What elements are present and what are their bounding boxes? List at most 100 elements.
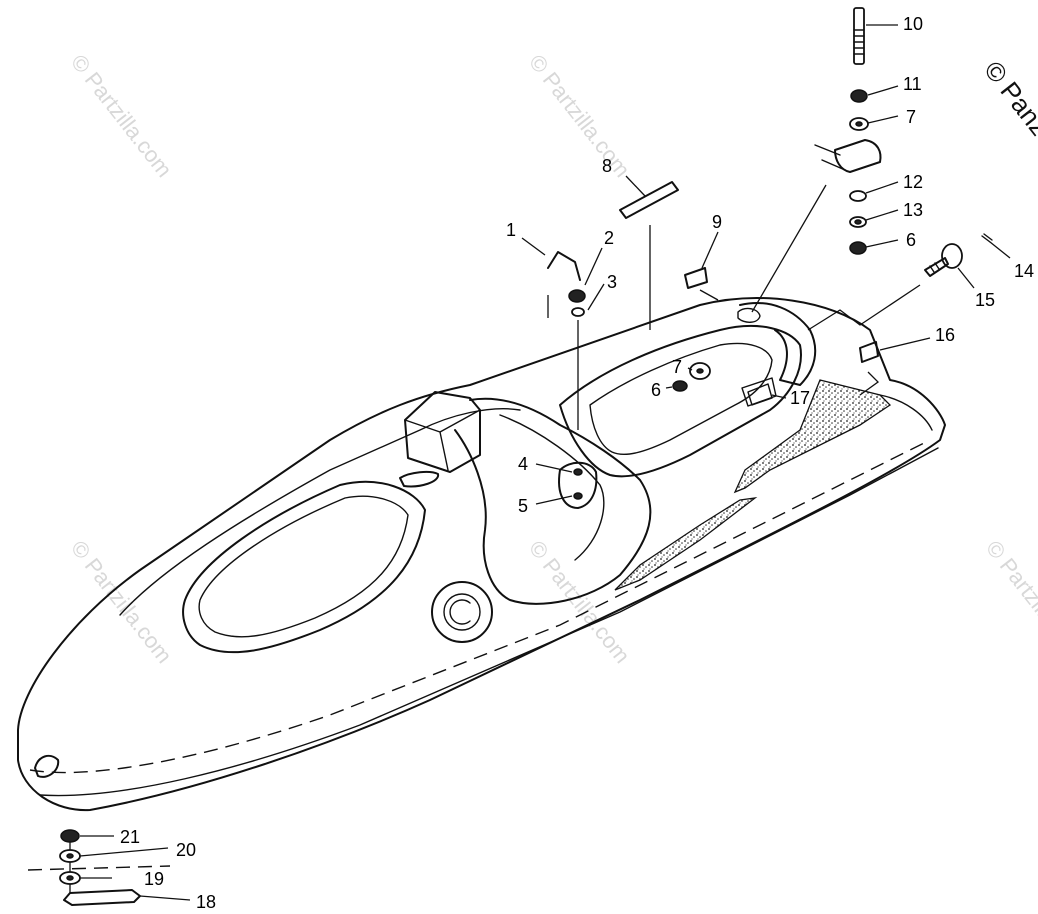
- callout-18: 18: [196, 892, 216, 912]
- nut-icon: [60, 829, 80, 843]
- leader-line: [771, 394, 787, 399]
- seat-pedestal: [454, 397, 652, 605]
- plate-guide-line: [859, 371, 879, 396]
- hull-rub-rail: [29, 439, 931, 774]
- hull-logo-mark: [449, 599, 471, 625]
- bracket-ledge: [814, 144, 846, 171]
- leader-line: [665, 386, 673, 389]
- vent-slot: [399, 470, 440, 488]
- hull-logo-inner: [443, 593, 481, 631]
- decal-plate-icon: [684, 267, 708, 289]
- washer-hole-icon: [66, 853, 74, 859]
- leader-line: [584, 247, 603, 286]
- console-box: [404, 391, 481, 473]
- mount-line: [27, 865, 171, 871]
- watermark: © Panz: [978, 55, 1038, 141]
- callout-4: 4: [518, 454, 528, 474]
- callout-10: 10: [903, 14, 923, 34]
- leader-line: [867, 85, 899, 96]
- callout-3: 3: [607, 272, 617, 292]
- leader-line: [701, 231, 719, 269]
- latch-hook-icon: [547, 251, 581, 281]
- decal-plate-icon: [859, 341, 879, 363]
- drain-plug-icon: [924, 243, 963, 277]
- washer-hole-icon: [696, 368, 704, 374]
- watermarks: © Partzilla.com © Partzilla.com © Partzi…: [66, 50, 1038, 668]
- callout-1: 1: [506, 220, 516, 240]
- seat: [559, 324, 802, 478]
- console-side: [439, 431, 449, 471]
- nut-icon: [672, 380, 688, 392]
- watermark: © Partzilla.com: [981, 536, 1038, 668]
- callout-20: 20: [176, 840, 196, 860]
- callout-6: 6: [651, 380, 661, 400]
- trim-strip-icon: [619, 181, 679, 219]
- rear-deck-line: [879, 394, 933, 431]
- seat-rear: [739, 301, 817, 386]
- rivet-icon: [573, 492, 583, 500]
- leader-line: [535, 495, 573, 505]
- leader-line: [865, 181, 899, 194]
- stud-bolt-icon: [853, 7, 865, 65]
- hull-outline: [17, 297, 946, 812]
- rear-guide-line: [807, 284, 921, 331]
- leader-line: [625, 175, 646, 197]
- front-hatch: [182, 480, 426, 654]
- callout-14: 14: [1014, 261, 1034, 281]
- hull-logo-circle: [431, 581, 493, 643]
- footwell-mat-right: [733, 379, 892, 494]
- leader-line: [865, 239, 899, 248]
- leader-line: [587, 283, 605, 311]
- leader-line: [865, 209, 899, 221]
- seat-inner: [589, 342, 773, 456]
- leader-line: [687, 367, 693, 371]
- footwell-mat-center: [614, 497, 758, 591]
- seat-bracket-icon: [834, 139, 882, 173]
- callout-8: 8: [602, 156, 612, 176]
- watermark: © Partzilla.com: [66, 50, 177, 182]
- washer-hole-icon: [66, 875, 74, 881]
- callout-12: 12: [903, 172, 923, 192]
- hull-lower-edge: [39, 447, 939, 797]
- washer-icon: [571, 307, 585, 317]
- washer-hole-icon: [854, 219, 862, 225]
- nut-icon: [568, 289, 586, 303]
- leader-line: [535, 463, 573, 473]
- deck-edge: [119, 408, 521, 616]
- leader-lines: [79, 24, 1011, 901]
- callout-13: 13: [903, 200, 923, 220]
- screw-icon: [981, 233, 993, 243]
- washer-icon: [849, 190, 867, 202]
- callout-17: 17: [790, 388, 810, 408]
- leader-line: [989, 241, 1011, 259]
- plate-guide-line: [699, 289, 719, 301]
- nut-icon: [849, 241, 867, 255]
- part-callouts: 10 11 7 12 13 6 14 15 16 17 8 9 1 2 3 7 …: [120, 14, 1034, 912]
- seat-pedestal-edge: [499, 414, 605, 561]
- callout-21: 21: [120, 827, 140, 847]
- callout-15: 15: [975, 290, 995, 310]
- rivet-icon: [573, 468, 583, 476]
- leader-line: [879, 337, 931, 351]
- callout-19: 19: [144, 869, 164, 889]
- leader-line: [957, 267, 975, 289]
- callout-11: 11: [903, 74, 922, 94]
- seat-latch-link: [751, 184, 827, 313]
- watercraft-hull: [17, 297, 946, 812]
- watermark: © Partzilla.com: [524, 50, 635, 182]
- callout-7: 7: [672, 357, 682, 377]
- seat-latch: [737, 307, 761, 323]
- bow-eye: [34, 754, 60, 778]
- washer-hole-icon: [855, 121, 863, 127]
- front-hatch-inner: [198, 495, 409, 638]
- callout-16: 16: [935, 325, 955, 345]
- hardware: [27, 7, 993, 906]
- callout-7: 7: [906, 107, 916, 127]
- callout-9: 9: [712, 212, 722, 232]
- callout-2: 2: [604, 228, 614, 248]
- callout-5: 5: [518, 496, 528, 516]
- tag-icon: [747, 383, 773, 406]
- leader-line: [867, 115, 899, 124]
- leader-line: [139, 895, 191, 901]
